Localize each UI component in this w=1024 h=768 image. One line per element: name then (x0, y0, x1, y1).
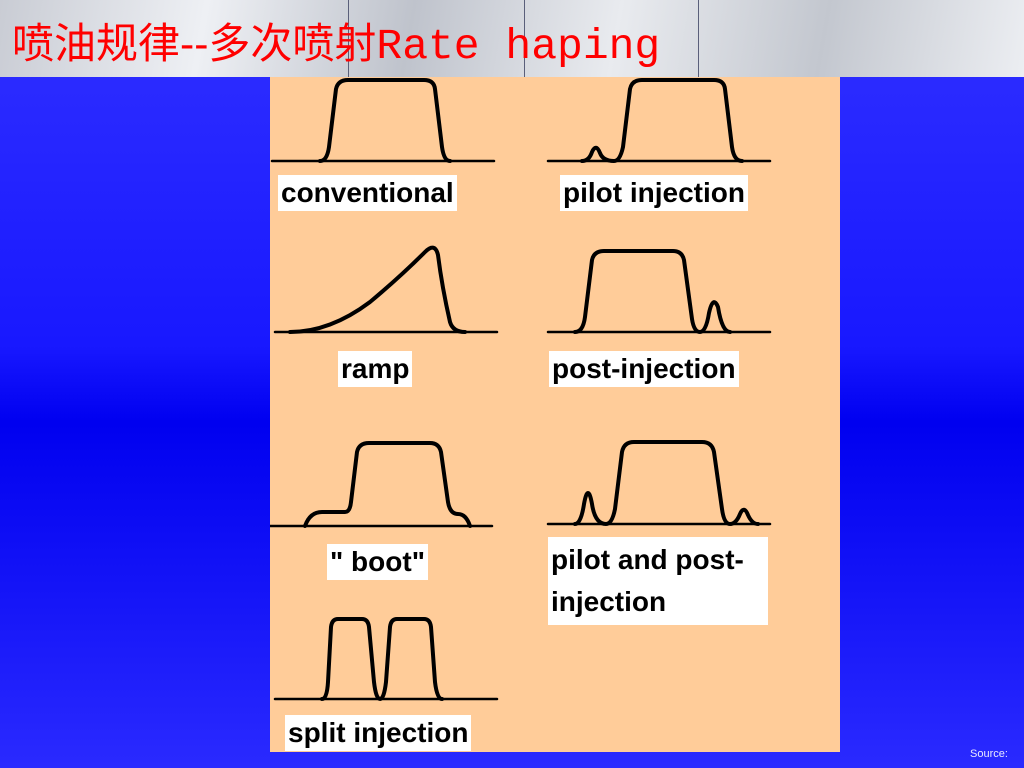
injection-rate-trace (573, 440, 760, 526)
injection-rate-trace (288, 245, 467, 334)
injection-rate-curves (270, 78, 772, 701)
injection-rate-trace (580, 78, 744, 163)
pilot-and-post-injection-curve (546, 440, 772, 526)
title-bar-divider (524, 0, 525, 77)
title-bar: 喷油规律--多次喷射Rate haping (0, 0, 1024, 77)
label-ramp: ramp (338, 351, 413, 387)
injection-rate-trace (320, 617, 444, 701)
title-bar-divider (348, 0, 349, 77)
label-boot: " boot" (327, 544, 428, 580)
slide-title: 喷油规律--多次喷射Rate haping (12, 18, 660, 73)
injection-rate-diagram: conventional pilot injection ramp post-i… (270, 77, 840, 752)
title-bar-divider (698, 0, 699, 77)
conventional-curve (270, 78, 496, 163)
label-pilot-injection: pilot injection (560, 175, 748, 211)
slide-title-english: Rate haping (376, 22, 661, 71)
pilot-injection-curve (546, 78, 772, 163)
label-split-injection: split injection (285, 715, 472, 751)
label-conventional: conventional (278, 175, 457, 211)
injection-rate-trace (573, 249, 732, 334)
ramp-curve (273, 245, 499, 334)
source-note: Source: (970, 748, 1008, 760)
injection-rate-trace (318, 78, 452, 163)
boot-curve (270, 441, 494, 528)
label-post-injection: post-injection (549, 351, 739, 387)
slide-title-chinese: 喷油规律--多次喷射 (12, 19, 377, 68)
split-injection-curve (273, 617, 499, 701)
post-injection-curve (546, 249, 772, 334)
label-pilot-and-post-injection: pilot and post-injection (548, 537, 768, 625)
injection-rate-trace (303, 441, 472, 528)
